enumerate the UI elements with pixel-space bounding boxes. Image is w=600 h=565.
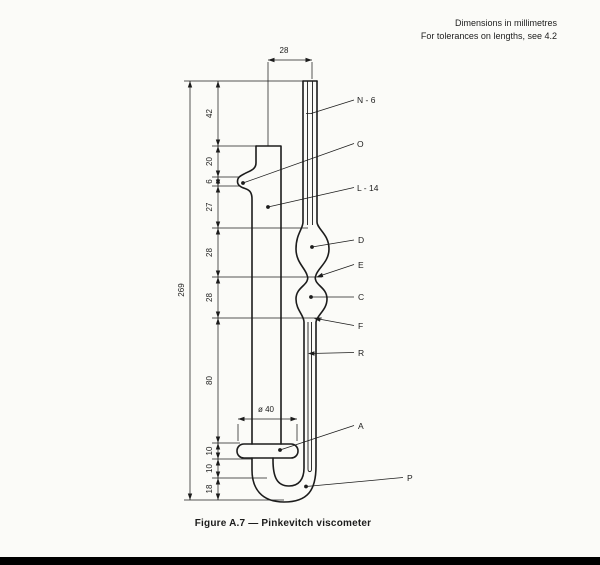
label-bulb-c: C — [358, 292, 364, 302]
dim-bulb-a-diameter: ø 40 — [258, 405, 275, 414]
arrowhead — [215, 81, 221, 88]
page-edge-bar — [0, 557, 600, 565]
dim-top-width: 28 — [280, 46, 289, 55]
dim-chain-80: 80 — [205, 376, 214, 385]
units-note: Dimensions in millimetres — [455, 18, 558, 28]
leader-o-dot — [241, 181, 245, 185]
arrowhead — [305, 57, 312, 63]
part-labels: N - 6 O L - 14 D E C F R A P — [357, 95, 413, 483]
arrowhead — [215, 221, 221, 228]
leader-a — [279, 425, 355, 451]
leader-a-dot — [278, 448, 282, 452]
dim-chain-20: 20 — [205, 157, 214, 166]
leader-d — [311, 239, 355, 248]
arrowhead — [215, 436, 221, 443]
right-tube-right-wall-and-ubend — [251, 80, 330, 503]
label-tube-l: L - 14 — [357, 183, 379, 193]
arrowhead — [215, 493, 221, 500]
dim-chain-10a: 10 — [205, 446, 214, 455]
glassware — [236, 80, 330, 503]
arrowhead — [215, 228, 221, 235]
label-ubend-p: P — [407, 473, 413, 483]
arrowhead — [215, 139, 221, 146]
label-mark-f: F — [358, 321, 363, 331]
leader-l-dot — [266, 205, 270, 209]
arrowhead — [215, 146, 221, 153]
extension-lines — [184, 62, 322, 501]
label-opening-o: O — [357, 139, 364, 149]
leader-p-dot — [304, 484, 308, 489]
label-tube-n: N - 6 — [357, 95, 376, 105]
leader-l — [267, 187, 355, 208]
figure-caption: Figure A.7 — Pinkevitch viscometer — [195, 518, 372, 529]
leader-r — [309, 352, 355, 354]
bulb-a-capsule — [236, 443, 299, 459]
leader-f — [315, 318, 355, 326]
arrowhead — [215, 443, 221, 450]
arrowhead — [215, 186, 221, 193]
dim-chain-28b: 28 — [205, 293, 214, 302]
dim-chain-27: 27 — [205, 202, 214, 211]
arrowhead — [187, 81, 193, 88]
arrowhead — [215, 277, 221, 284]
right-tube-left-wall-and-bulbs — [272, 80, 309, 487]
label-mark-e: E — [358, 260, 364, 270]
label-capillary-r: R — [358, 348, 364, 358]
arrowhead — [290, 416, 297, 422]
dimension-labels: 28 269 42 20 6 27 28 28 80 10 10 18 ø 40 — [177, 46, 289, 493]
tolerance-note: For tolerances on lengths, see 4.2 — [421, 31, 557, 41]
dimension-lines — [187, 57, 312, 500]
label-bulb-d: D — [358, 235, 364, 245]
leader-c-dot — [309, 295, 313, 299]
leader-lines — [241, 99, 404, 489]
arrowhead — [268, 57, 275, 63]
capillary-bore — [307, 322, 312, 473]
label-bulb-a: A — [358, 421, 364, 431]
leader-o — [242, 143, 355, 184]
arrowhead — [238, 416, 245, 422]
leader-p — [305, 477, 404, 487]
arrowhead — [215, 270, 221, 277]
dim-chain-6: 6 — [205, 179, 214, 184]
leader-e — [317, 264, 355, 277]
dim-chain-18: 18 — [205, 484, 214, 493]
leader-n — [306, 99, 355, 114]
arrowhead — [215, 452, 221, 459]
tube-l-left-wall-and-spout — [236, 145, 257, 445]
dim-chain-42: 42 — [205, 109, 214, 118]
dim-overall-height: 269 — [177, 283, 186, 297]
dim-chain-10b: 10 — [205, 464, 214, 473]
arrowhead — [215, 318, 221, 325]
dim-chain-28a: 28 — [205, 248, 214, 257]
arrowhead — [215, 170, 221, 177]
leader-d-dot — [310, 245, 314, 249]
arrowhead — [215, 471, 221, 478]
arrowhead — [215, 459, 221, 466]
arrowhead — [215, 311, 221, 318]
tube-l-top-and-right-wall — [255, 145, 282, 445]
arrowhead — [215, 478, 221, 485]
arrowhead — [187, 493, 193, 500]
